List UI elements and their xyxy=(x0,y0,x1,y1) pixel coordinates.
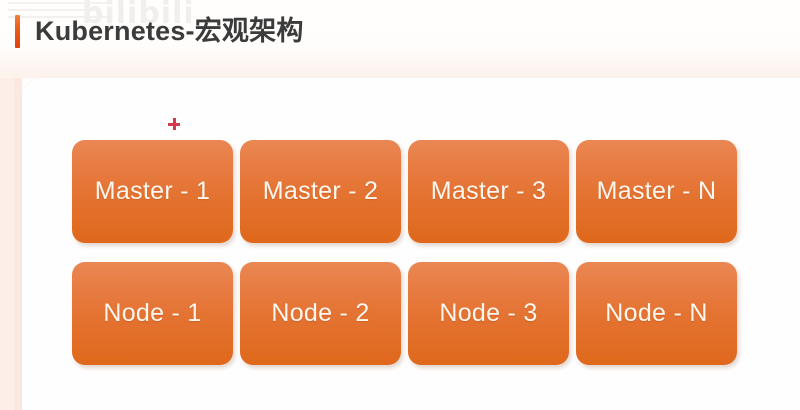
node-box-3[interactable]: Node - 3 xyxy=(408,262,569,365)
bilibili-watermark: bilibili xyxy=(82,0,195,31)
master-box-n[interactable]: Master - N xyxy=(576,140,737,243)
node-box-2[interactable]: Node - 2 xyxy=(240,262,401,365)
node-box-n[interactable]: Node - N xyxy=(576,262,737,365)
architecture-grid: Master - 1 Master - 2 Master - 3 Master … xyxy=(72,140,737,365)
content-card: Master - 1 Master - 2 Master - 3 Master … xyxy=(22,78,800,410)
slide-header: bilibili Kubernetes-宏观架构 xyxy=(0,0,800,78)
accent-bar-icon xyxy=(15,15,20,48)
master-box-3[interactable]: Master - 3 xyxy=(408,140,569,243)
master-box-2[interactable]: Master - 2 xyxy=(240,140,401,243)
node-row: Node - 1 Node - 2 Node - 3 Node - N xyxy=(72,262,737,365)
page-title: Kubernetes-宏观架构 xyxy=(35,16,304,46)
watermark-lines xyxy=(8,2,128,22)
master-box-1[interactable]: Master - 1 xyxy=(72,140,233,243)
node-box-1[interactable]: Node - 1 xyxy=(72,262,233,365)
title-row: Kubernetes-宏观架构 xyxy=(15,15,304,48)
master-row: Master - 1 Master - 2 Master - 3 Master … xyxy=(72,140,737,243)
